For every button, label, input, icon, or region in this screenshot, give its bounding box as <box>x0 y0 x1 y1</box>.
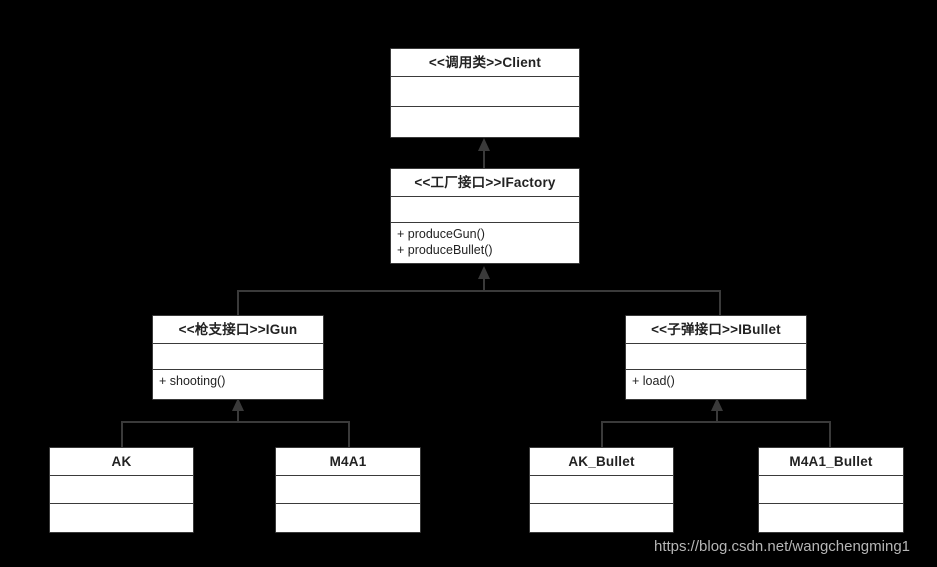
class-operations-ak-bullet <box>530 504 673 532</box>
class-attributes-client <box>391 77 579 107</box>
edge-bus-horizontal-igun <box>121 421 350 423</box>
class-operations-client <box>391 107 579 137</box>
class-title-ak: AK <box>50 448 193 476</box>
class-box-ibullet[interactable]: <<子弹接口>>IBullet + load() <box>625 315 807 400</box>
edge-bus-drop-m4a1 <box>348 421 350 447</box>
class-attributes-igun <box>153 344 323 370</box>
class-operations-ifactory: + produceGun() + produceBullet() <box>397 226 493 258</box>
class-box-m4a1[interactable]: M4A1 <box>275 447 421 533</box>
class-attributes-ak-bullet <box>530 476 673 504</box>
class-operations-m4a1 <box>276 504 420 532</box>
class-title-client: <<调用类>>Client <box>391 49 579 77</box>
class-box-ak-bullet[interactable]: AK_Bullet <box>529 447 674 533</box>
class-title-m4a1-bullet: M4A1_Bullet <box>759 448 903 476</box>
class-attributes-ibullet <box>626 344 806 370</box>
edge-bus-stem-ibullet <box>716 406 718 422</box>
edge-bus-stem-ifactory <box>483 276 485 292</box>
edge-bus-drop-ak-bullet <box>601 421 603 447</box>
class-box-igun[interactable]: <<枪支接口>>IGun + shooting() <box>152 315 324 400</box>
edge-bus-drop-igun <box>237 290 239 315</box>
edge-bus-horizontal-ibullet <box>601 421 831 423</box>
class-attributes-m4a1 <box>276 476 420 504</box>
class-title-m4a1: M4A1 <box>276 448 420 476</box>
edge-bus-horizontal-ifactory <box>237 290 721 292</box>
class-title-ak-bullet: AK_Bullet <box>530 448 673 476</box>
arrowhead-children-to-ifactory <box>478 266 490 279</box>
class-box-ifactory[interactable]: <<工厂接口>>IFactory + produceGun() + produc… <box>390 168 580 264</box>
class-attributes-ifactory <box>391 197 579 223</box>
edge-bus-drop-ibullet <box>719 290 721 315</box>
class-title-ifactory: <<工厂接口>>IFactory <box>391 169 579 197</box>
edge-bus-drop-ak <box>121 421 123 447</box>
class-box-client[interactable]: <<调用类>>Client <box>390 48 580 138</box>
arrowhead-children-to-igun <box>232 398 244 411</box>
class-title-ibullet: <<子弹接口>>IBullet <box>626 316 806 344</box>
class-title-igun: <<枪支接口>>IGun <box>153 316 323 344</box>
class-operations-ak <box>50 504 193 532</box>
arrowhead-ifactory-to-client <box>478 138 490 151</box>
class-box-ak[interactable]: AK <box>49 447 194 533</box>
edge-bus-drop-m4a1-bullet <box>829 421 831 447</box>
class-operations-m4a1-bullet <box>759 504 903 532</box>
arrowhead-children-to-ibullet <box>711 398 723 411</box>
class-box-m4a1-bullet[interactable]: M4A1_Bullet <box>758 447 904 533</box>
edge-ifactory-to-client <box>483 146 485 168</box>
class-operations-ibullet: + load() <box>632 373 675 388</box>
class-operations-igun: + shooting() <box>159 373 226 388</box>
class-attributes-m4a1-bullet <box>759 476 903 504</box>
watermark-url: https://blog.csdn.net/wangchengming1 <box>654 538 911 555</box>
class-attributes-ak <box>50 476 193 504</box>
edge-bus-stem-igun <box>237 406 239 422</box>
